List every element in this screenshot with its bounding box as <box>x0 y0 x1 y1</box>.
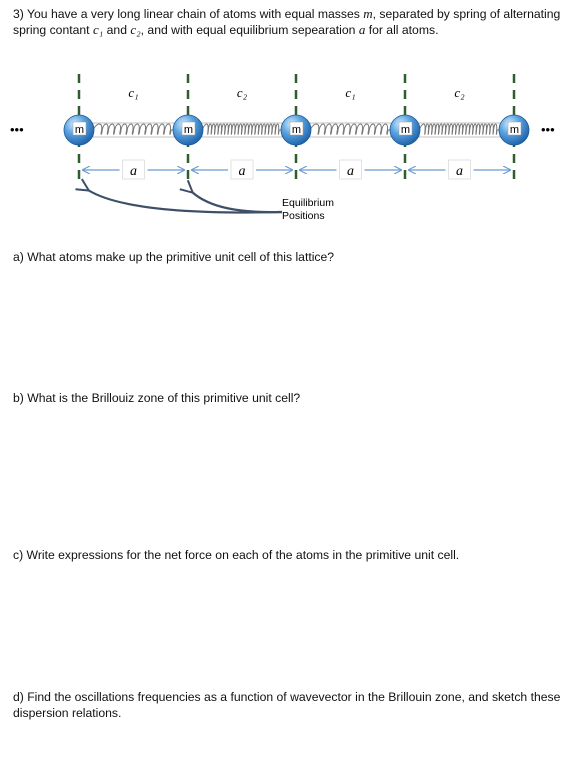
atom-label-box <box>289 121 304 136</box>
spring <box>418 123 500 135</box>
intro-text-4: , and with equal equilibrium sepearation <box>140 23 359 37</box>
spring <box>309 123 391 135</box>
c2-symbol: c₂ <box>130 22 141 37</box>
mass-symbol: m <box>363 6 373 21</box>
intro-text-5: for all atoms. <box>365 23 439 37</box>
spring-constant-label: c₁ <box>128 85 138 100</box>
atom: m <box>280 114 312 146</box>
c1-symbol: c₁ <box>92 22 104 37</box>
part-b-question: b) What is the Brillouiz zone of this pr… <box>13 391 301 405</box>
intro-text-3: and <box>103 23 131 37</box>
spacing-label: a <box>347 164 354 179</box>
intro-text-2: , separated by spring of alternating spr… <box>13 7 561 37</box>
atom-label-box <box>398 121 413 136</box>
atom-mass-label: m <box>75 124 84 136</box>
atom-mass-label: m <box>292 124 301 136</box>
atom-label-box <box>72 121 87 136</box>
atom: m <box>498 114 530 146</box>
spring-constant-label: c₂ <box>237 85 248 100</box>
ellipsis-right: ••• <box>541 122 555 137</box>
spacing-label: a <box>456 164 463 179</box>
spring-constant-label: c₂ <box>454 85 465 100</box>
atom-label-box <box>181 121 196 136</box>
spacing-label: a <box>239 164 246 179</box>
atom: m <box>389 114 421 146</box>
a-symbol: a <box>358 22 366 37</box>
annotation-arrow <box>88 190 283 214</box>
intro-text-1: 3) You have a very long linear chain of … <box>13 7 364 21</box>
question-intro: 3) You have a very long linear chain of … <box>13 6 573 38</box>
spring <box>92 123 174 135</box>
atom-mass-label: m <box>510 124 519 136</box>
part-c-question: c) Write expressions for the net force o… <box>13 548 460 562</box>
annotation-arrow <box>192 192 283 214</box>
annotation-line-2: Positions <box>282 210 325 222</box>
ellipsis-left: ••• <box>10 122 24 137</box>
spacing-label-box <box>230 159 254 180</box>
spacing-label-box <box>448 159 471 180</box>
atom-mass-label: m <box>401 124 410 136</box>
part-d-question: d) Find the oscillations frequencies as … <box>13 690 561 720</box>
atom: m <box>63 114 95 146</box>
part-a-question: a) What atoms make up the primitive unit… <box>13 250 335 264</box>
spring <box>201 123 282 135</box>
atom-chain-diagram: c₁ c₂ c₁ c₂ m m m m m a a a a EquilibriumPositions… <box>10 74 555 222</box>
spacing-label: a <box>130 164 137 179</box>
spacing-label-box <box>339 159 362 180</box>
spacing-label-box <box>122 159 145 180</box>
spring-constant-label: c₁ <box>345 85 355 100</box>
atom: m <box>172 114 204 146</box>
annotation-line-1: Equilibrium <box>282 197 334 209</box>
atom-mass-label: m <box>184 124 193 136</box>
atom-label-box <box>507 121 522 136</box>
